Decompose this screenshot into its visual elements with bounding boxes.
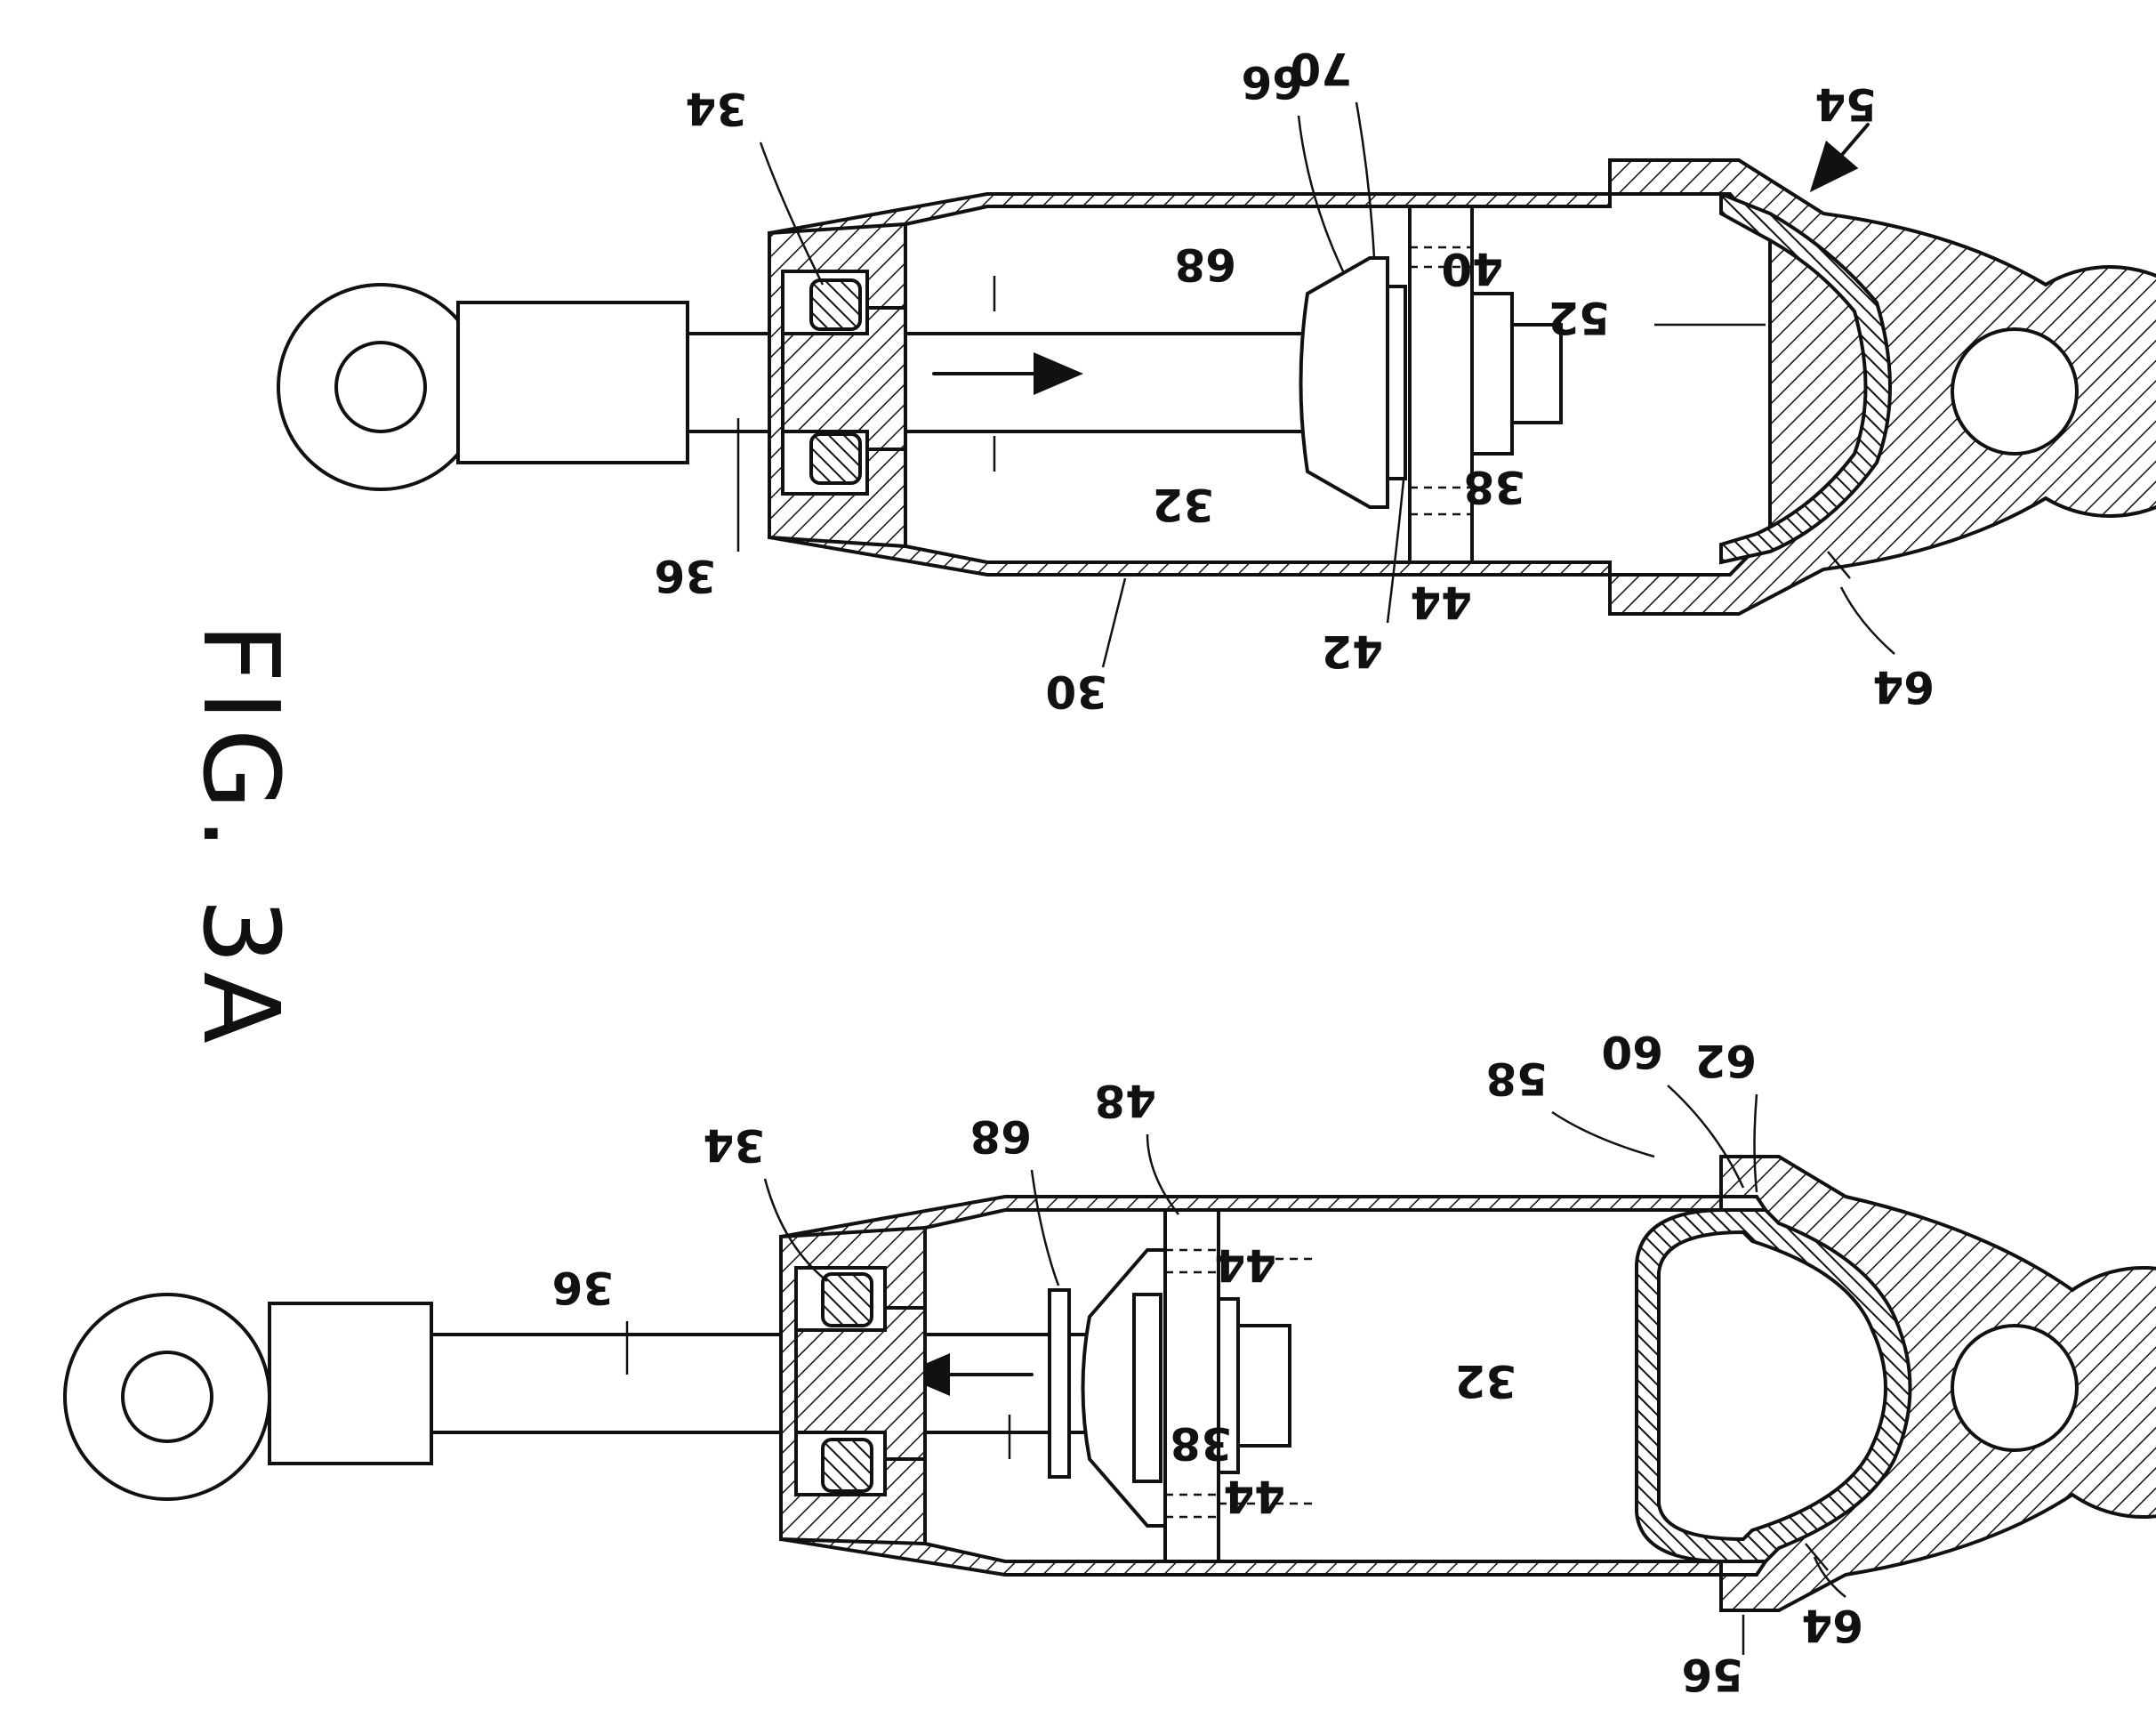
- lower-valve-plate: [1048, 1288, 1071, 1479]
- upper-fitting-eye: [1951, 327, 2079, 456]
- label-lower-48: 48: [1094, 1075, 1156, 1126]
- label-upper-40: 40: [1441, 243, 1503, 294]
- upper-seal-top: [809, 278, 862, 331]
- lower-piston-rod: [430, 1333, 1096, 1434]
- label-lower-62: 62: [1694, 1035, 1757, 1086]
- upper-valve-plate: [1386, 285, 1407, 480]
- label-upper-52: 52: [1548, 292, 1610, 343]
- upper-rod-tip: [1510, 323, 1563, 424]
- label-lower-56: 56: [1681, 1649, 1743, 1700]
- upper-rod-eye: [277, 283, 485, 491]
- label-lower-58: 58: [1485, 1053, 1548, 1104]
- upper-piston: [1408, 205, 1474, 564]
- label-lower-32: 32: [1454, 1355, 1516, 1407]
- lower-piston: [1163, 1208, 1220, 1563]
- lower-fitting-eye: [1951, 1324, 2079, 1452]
- lower-seal-bottom: [821, 1438, 873, 1493]
- lower-rod-eye-bore: [121, 1351, 213, 1443]
- label-lower-68: 68: [969, 1110, 1032, 1162]
- label-upper-42: 42: [1321, 625, 1383, 677]
- upper-labels: 34 66 70 68 40 52 54 32 38 36 30 42 44 6…: [654, 43, 1935, 717]
- lower-rod-end-block: [268, 1302, 433, 1465]
- label-upper-66: 66: [1241, 56, 1303, 108]
- lower-labels: 48 68 34 36 44 38 44 32 58 60 62 64 56: [551, 1026, 1863, 1700]
- upper-rod-eye-bore: [334, 341, 427, 433]
- lower-seal-top: [821, 1272, 873, 1327]
- label-upper-30: 30: [1045, 665, 1107, 717]
- upper-valve-disc: [1299, 256, 1389, 509]
- label-upper-68: 68: [1174, 238, 1236, 290]
- figure-title: FIG. 3A: [180, 623, 302, 1051]
- label-lower-44b: 44: [1223, 1471, 1285, 1522]
- label-lower-64: 64: [1801, 1600, 1863, 1651]
- label-upper-34: 34: [685, 83, 747, 134]
- upper-damper: [277, 158, 2156, 616]
- label-upper-36: 36: [654, 550, 716, 601]
- label-upper-44: 44: [1410, 577, 1472, 628]
- label-upper-70: 70: [1290, 43, 1352, 94]
- upper-bellows: [1719, 191, 1892, 565]
- lower-rod-tip: [1236, 1324, 1291, 1448]
- lower-rod-eye: [63, 1293, 271, 1501]
- lower-valve-sleeve: [1132, 1293, 1162, 1483]
- label-lower-44a: 44: [1214, 1239, 1276, 1291]
- upper-nut: [1470, 292, 1514, 456]
- upper-rod-end-block: [456, 301, 689, 464]
- label-upper-64: 64: [1872, 661, 1935, 713]
- label-lower-36: 36: [551, 1262, 614, 1313]
- upper-seal-bottom: [809, 432, 862, 485]
- label-lower-38: 38: [1170, 1417, 1232, 1469]
- label-lower-34: 34: [703, 1119, 765, 1171]
- lower-damper: [63, 1155, 2156, 1612]
- label-upper-38: 38: [1463, 461, 1525, 512]
- lower-diaphragm-inner: [1657, 1230, 1887, 1542]
- label-lower-60: 60: [1601, 1026, 1663, 1077]
- label-upper-32: 32: [1152, 479, 1214, 530]
- label-upper-54: 54: [1814, 78, 1877, 130]
